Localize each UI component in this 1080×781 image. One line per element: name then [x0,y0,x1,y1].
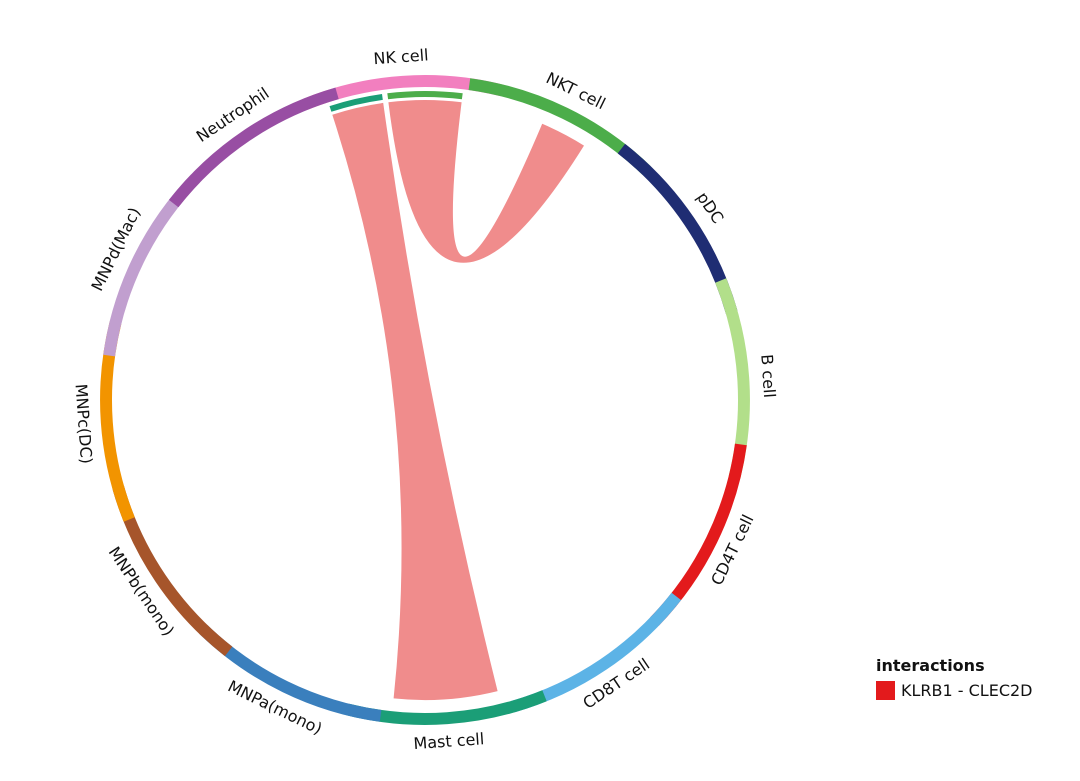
sector-arc-mnpc-dc [100,321,135,522]
legend: interactions KLRB1 - CLEC2D [876,656,1033,700]
sector-label-neutrophil: Neutrophil [193,84,273,146]
legend-title: interactions [876,656,985,675]
sector-arc-neutrophil [168,87,339,208]
chord-link-mast-cell-to-nk-cell [332,102,498,701]
sector-arc-b-cell [715,278,750,479]
legend-swatch [876,681,895,700]
sector-arc-mast-cell [346,690,547,725]
legend-item-label: KLRB1 - CLEC2D [901,681,1033,700]
sector-label-nk-cell: NK cell [373,45,429,68]
legend-item: KLRB1 - CLEC2D [876,681,1033,700]
sector-label-cd8t-cell: CD8T cell [579,654,653,712]
sector-label-pdc: pDC [693,188,728,227]
chord-link-nkt-cell-to-nk-cell [388,99,584,263]
sector-label-mnpc-dc: MNPc(DC) [72,383,97,464]
incoming-track-nkt-cell [387,90,463,100]
sector-arc-nk-cell [303,75,504,110]
sector-label-mnpd-mac: MNPd(Mac) [87,204,144,294]
arcs-layer [100,75,750,725]
sector-label-b-cell: B cell [757,354,779,399]
sector-label-mast-cell: Mast cell [413,729,485,753]
incoming-track-mast-cell [329,94,383,112]
links-layer [332,99,584,701]
